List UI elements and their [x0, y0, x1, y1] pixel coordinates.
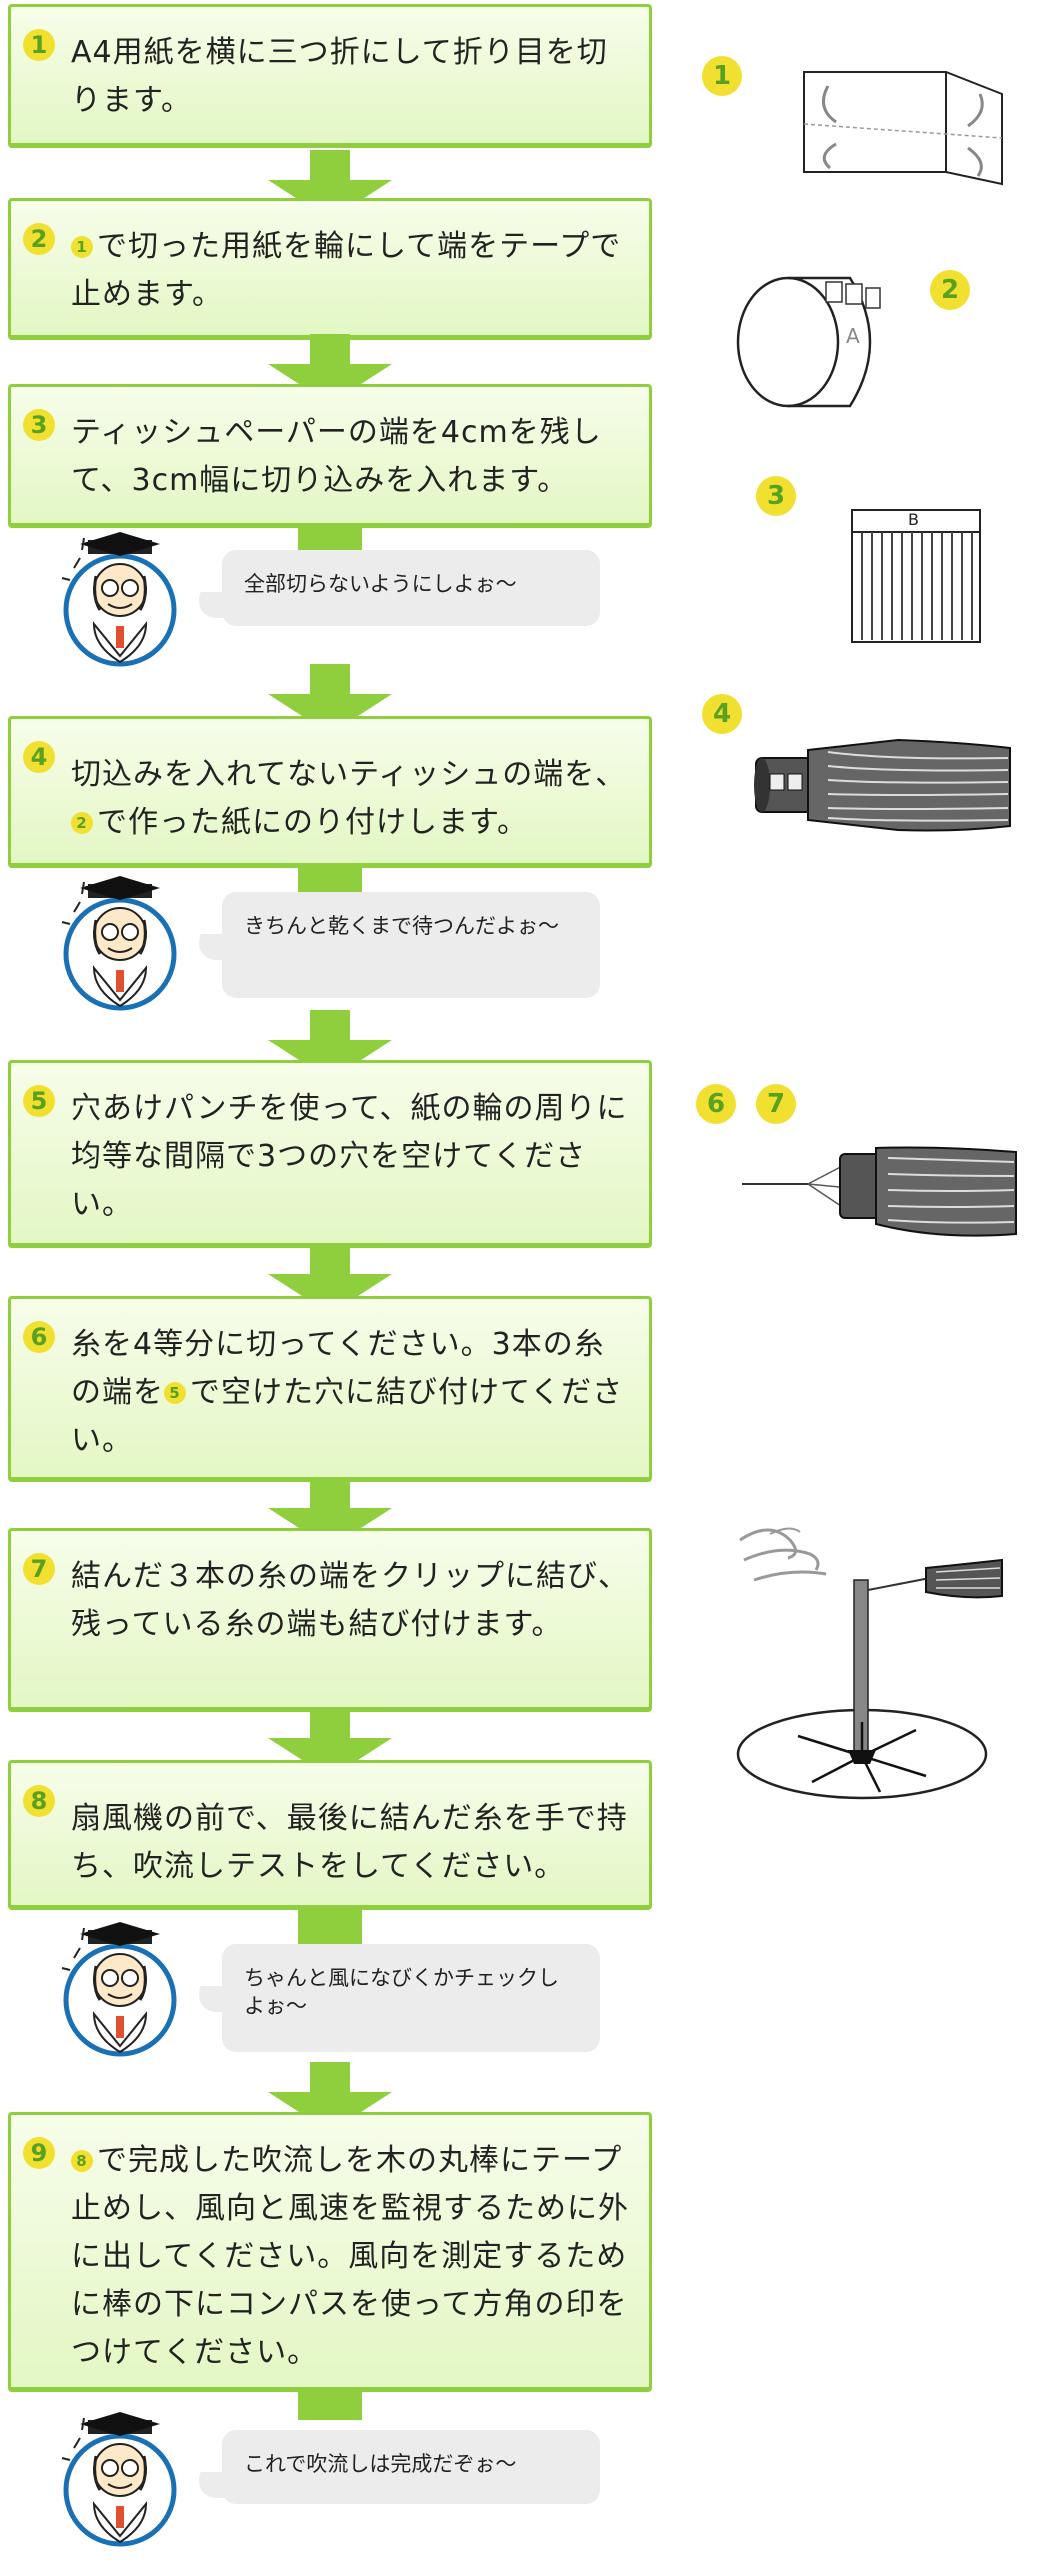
down-arrow-icon — [268, 334, 392, 404]
step-instruction: 結んだ３本の糸の端をクリップに結び、残っている糸の端も結び付けます。 — [71, 1559, 629, 1642]
figure-label-1: 1 — [702, 56, 742, 96]
professor-avatar — [61, 1922, 177, 2057]
bubble-text: これで吹流しは完成だぞぉ〜 — [244, 2452, 517, 2476]
windsock-pole-compass-illustration — [736, 1527, 1003, 1800]
bubble-text: 全部切らないようにしよぉ〜 — [244, 572, 517, 596]
step-reference-badge: 1 — [71, 236, 93, 258]
figure-letter-b: B — [908, 510, 919, 529]
professor-avatar — [61, 532, 177, 667]
step-number-badge: 8 — [23, 1785, 55, 1817]
step-instruction: 扇風機の前で、最後に結んだ糸を手で持ち、吹流しテストをしてください。 — [71, 1801, 628, 1884]
step-number-badge: 3 — [23, 409, 55, 441]
figure-label-2: 2 — [930, 270, 970, 310]
down-arrow-icon — [268, 150, 392, 220]
step-1-box: 1 A4用紙を横に三つ折にして折り目を切ります。 — [8, 4, 652, 148]
step-7-box: 7 結んだ３本の糸の端をクリップに結び、残っている糸の端も結び付けます。 — [8, 1528, 652, 1712]
step-instruction: A4用紙を横に三つ折にして折り目を切ります。 — [71, 35, 608, 118]
speech-bubble: これで吹流しは完成だぞぉ〜 — [222, 2430, 600, 2504]
figure-letter-a: A — [846, 324, 860, 348]
speech-bubble: 全部切らないようにしよぉ〜 — [222, 550, 600, 626]
step-number-badge: 7 — [23, 1553, 55, 1585]
figure-label-7: 7 — [756, 1084, 796, 1124]
step-number-badge: 4 — [23, 741, 55, 773]
bubble-text: ちゃんと風になびくかチェックしよぉ〜 — [244, 1966, 559, 2018]
step-5-box: 5 穴あけパンチを使って、紙の輪の周りに均等な間隔で3つの穴を空けてください。 — [8, 1060, 652, 1248]
down-arrow-icon — [268, 1708, 392, 1778]
windsock-strings-illustration — [742, 1146, 1017, 1237]
step-reference-badge: 5 — [164, 1382, 186, 1404]
step-number-badge: 9 — [23, 2137, 55, 2169]
step-number-badge: 5 — [23, 1085, 55, 1117]
figure-label-3: 3 — [756, 476, 796, 516]
paper-ring-illustration — [736, 276, 881, 408]
step-number-badge: 6 — [23, 1321, 55, 1353]
green-connector — [298, 2392, 362, 2420]
step-instruction: ティッシュペーパーの端を4cmを残して、3cm幅に切り込みを入れます。 — [71, 415, 602, 498]
step-number-badge: 2 — [23, 223, 55, 255]
step-reference-badge: 2 — [71, 812, 93, 834]
speech-bubble: ちゃんと風になびくかチェックしよぉ〜 — [222, 1944, 600, 2052]
figure-label-6: 6 — [696, 1084, 736, 1124]
down-arrow-icon — [268, 1244, 392, 1314]
step-instruction: 穴あけパンチを使って、紙の輪の周りに均等な間隔で3つの穴を空けてください。 — [71, 1091, 628, 1222]
glued-tissue-illustration — [754, 738, 1011, 832]
down-arrow-icon — [268, 2062, 392, 2132]
professor-avatar — [61, 2412, 177, 2547]
step-8-box: 8 扇風機の前で、最後に結んだ糸を手で持ち、吹流しテストをしてください。 — [8, 1760, 652, 1910]
folded-paper-illustration — [803, 71, 1003, 186]
down-arrow-icon — [268, 1478, 392, 1548]
step-number-badge: 1 — [23, 29, 55, 61]
step-reference-badge: 8 — [71, 2150, 93, 2172]
tissue-cut-illustration — [851, 509, 981, 643]
down-arrow-icon — [268, 664, 392, 734]
professor-avatar — [61, 876, 177, 1011]
figure-label-4: 4 — [702, 694, 742, 734]
step-3-box: 3 ティッシュペーパーの端を4cmを残して、3cm幅に切り込みを入れます。 — [8, 384, 652, 528]
bubble-text: きちんと乾くまで待つんだよぉ〜 — [244, 914, 559, 938]
down-arrow-icon — [268, 1010, 392, 1080]
speech-bubble: きちんと乾くまで待つんだよぉ〜 — [222, 892, 600, 998]
